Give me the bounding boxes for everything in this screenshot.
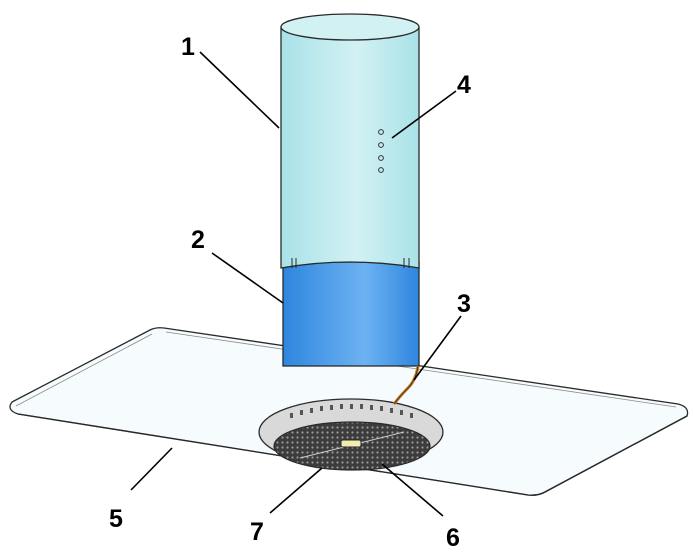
glass-panel-edge (17, 413, 688, 496)
hood-ring-vents (290, 404, 413, 418)
mounting-hole (378, 129, 384, 135)
callout-2-leader (211, 252, 284, 304)
callout-1-leader (199, 51, 280, 129)
callout-3-leader (413, 315, 462, 381)
power-cable-outline (393, 365, 419, 405)
upper-chimney (280, 26, 420, 269)
upper-chimney-top (280, 13, 420, 41)
chimney-bracket-tabs (291, 258, 410, 268)
mounting-holes (378, 129, 384, 173)
callout-3: 3 (457, 290, 471, 318)
lamp (340, 439, 362, 448)
mounting-hole (378, 142, 384, 148)
callout-1: 1 (181, 33, 195, 61)
callout-7-leader (269, 467, 323, 514)
callout-6: 6 (446, 524, 460, 552)
callout-2: 2 (191, 226, 205, 254)
callout-4: 4 (457, 71, 471, 99)
lower-chimney (282, 261, 420, 367)
callout-7: 7 (250, 518, 264, 546)
callout-4-leader (391, 90, 457, 139)
mounting-hole (378, 167, 384, 173)
callout-5: 5 (109, 505, 123, 533)
callout-5-leader (130, 447, 173, 491)
callout-6-leader (381, 463, 444, 517)
mounting-hole (378, 155, 384, 161)
